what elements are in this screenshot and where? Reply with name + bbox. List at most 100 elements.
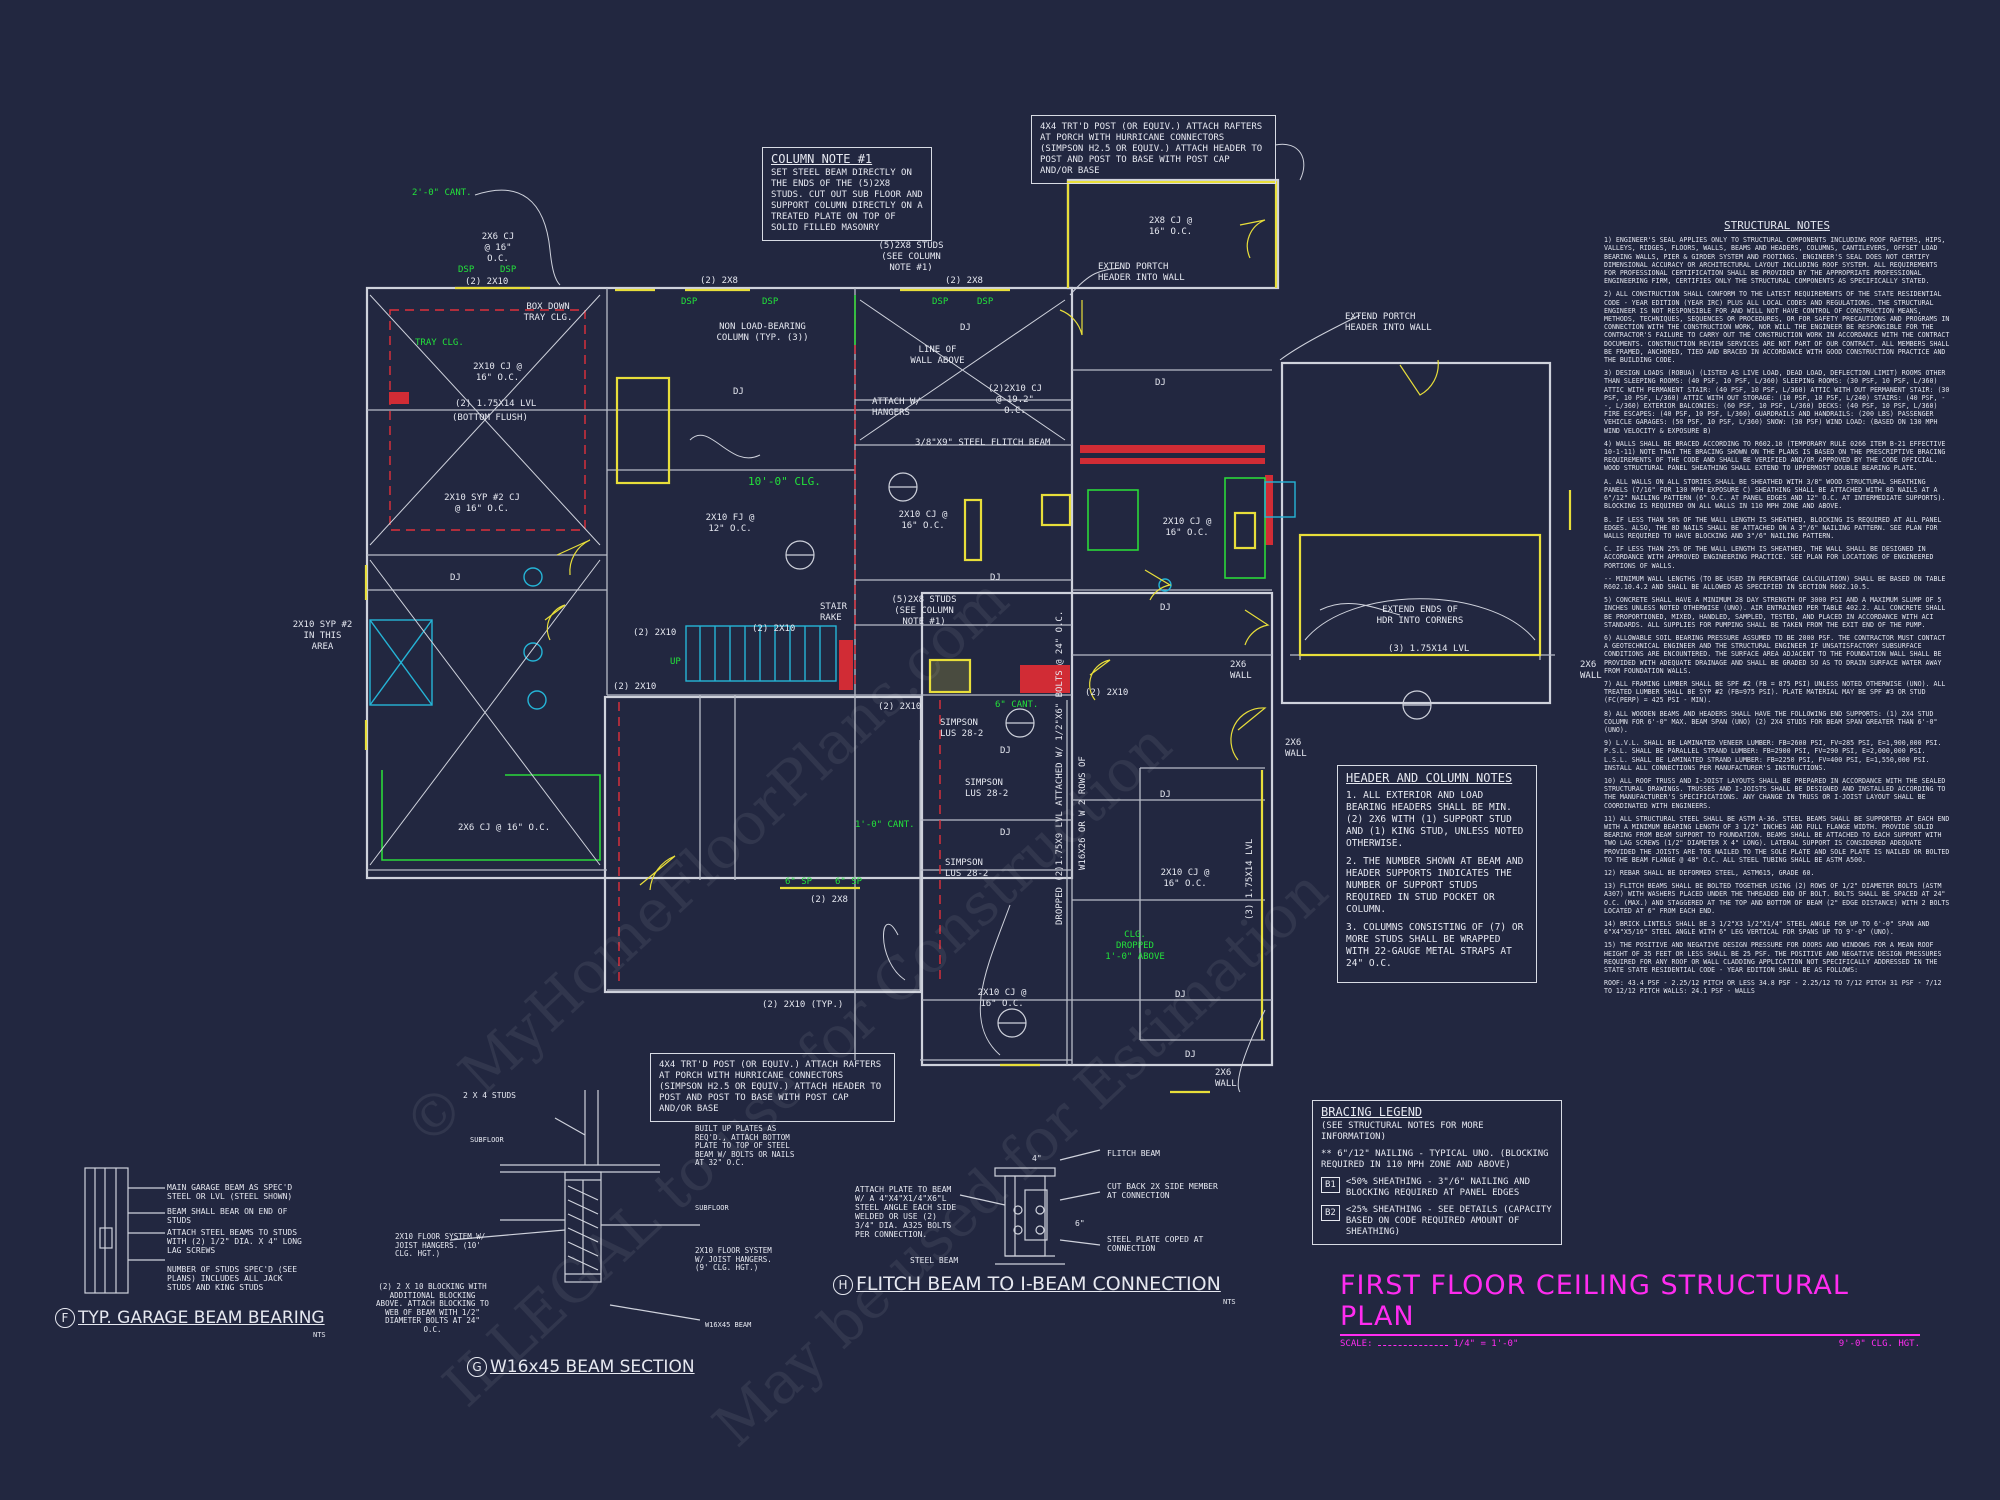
structural-note-loads: ROOF: 43.4 PSF - 2.25/12 PITCH OR LESS 3… <box>1604 979 1942 996</box>
detail-g-note-3: BUILT UP PLATES AS REQ'D., ATTACH BOTTOM… <box>695 1124 795 1167</box>
bracing-legend-title: BRACING LEGEND <box>1321 1105 1423 1119</box>
label-dj-6: DJ <box>1160 603 1171 613</box>
porch-post-note-top: 4x4 TRT'D POST (OR EQUIV.) ATTACH RAFTER… <box>1031 115 1276 184</box>
label-cant-6: 6" CANT. <box>995 700 1039 710</box>
detail-f-nts: NTS <box>313 1331 326 1339</box>
structural-note-10: 10) ALL ROOF TRUSS AND I-JOIST LAYOUTS S… <box>1604 776 1946 810</box>
label-syp-area: 2x10 SYP #2 IN THIS AREA <box>292 620 353 652</box>
label-cj-2x6: 2x6 CJ @ 16" O.C. <box>458 823 551 833</box>
bracing-legend-line1: ** 6"/12" NAILING - TYPICAL UNO. (BLOCKI… <box>1321 1149 1549 1170</box>
label-sp-6-b: 6" SP <box>835 877 863 887</box>
label-cj-2x10-b: 2x10 CJ @ 16" O.C. <box>898 510 948 531</box>
header-note-2: 2. THE NUMBER SHOWN AT BEAM AND HEADER S… <box>1346 856 1524 915</box>
detail-g-note-7: (2) 2 x 10 BLOCKING WITH ADDITIONAL BLOC… <box>376 1282 489 1334</box>
detail-g-marker: G <box>467 1357 487 1377</box>
label-box-down: BOX DOWN TRAY CLG. <box>523 302 573 323</box>
label-extend-ends: EXTEND ENDS OF HDR INTO CORNERS <box>1376 605 1464 626</box>
detail-g-note-8: W16x45 BEAM <box>705 1321 752 1329</box>
label-simpson-1: SIMPSON LUS 28-2 <box>940 718 984 739</box>
label-simpson-3: SIMPSON LUS 28-2 <box>945 858 989 879</box>
detail-f-note-4: NUMBER OF STUDS SPEC'D (SEE PLANS) INCLU… <box>167 1265 298 1292</box>
label-2x8-c: (2) 2x8 <box>810 895 848 905</box>
label-cj-192: (2)2x10 CJ @ 19.2" O.C. <box>987 384 1043 416</box>
bracing-b1-text: <50% SHEATHING - 3"/6" NAILING AND BLOCK… <box>1345 1177 1531 1198</box>
detail-f-note-3: ATTACH STEEL BEAMS TO STUDS WITH (2) 1/2… <box>167 1228 302 1255</box>
detail-g-note-1: 2 x 4 STUDS <box>463 1091 516 1100</box>
detail-f-title-text: TYP. GARAGE BEAM BEARING <box>78 1308 325 1328</box>
detail-h-note-4: STEEL PLATE COPED AT CONNECTION <box>1107 1235 1204 1253</box>
structural-note-5: 5) CONCRETE SHALL HAVE A MINIMUM 28 DAY … <box>1604 596 1946 629</box>
label-dj-8: DJ <box>1000 828 1011 838</box>
label-cj-top: 2x6 CJ @ 16" O.C. <box>481 232 515 264</box>
detail-f-note-1: MAIN GARAGE BEAM AS SPEC'D STEEL OR LVL … <box>167 1183 293 1201</box>
label-dj-9: DJ <box>1160 790 1171 800</box>
label-studs-mid: (5)2x8 STUDS (SEE COLUMN NOTE #1) <box>891 595 957 627</box>
structural-note-4: 4) WALLS SHALL BE BRACED ACCORDING TO R6… <box>1604 439 1946 473</box>
detail-g-note-2: SUBFLOOR <box>470 1136 504 1144</box>
structural-note-3: 3) DESIGN LOADS (ROBUA) (LISTED AS LIVE … <box>1604 369 1950 435</box>
detail-h-note-3: ATTACH PLATE TO BEAM W/ A 4"x4"x1/4"x6"L… <box>855 1185 957 1239</box>
label-dsp-3: DSP <box>681 297 698 307</box>
structural-note-11: 11) ALL STRUCTURAL STEEL SHALL BE ASTM A… <box>1604 814 1950 864</box>
label-dsp-4: DSP <box>762 297 779 307</box>
label-dj-3: DJ <box>960 323 971 333</box>
label-three-lvl: (3) 1.75x14 LVL <box>1388 644 1470 654</box>
detail-f-marker: F <box>55 1308 75 1328</box>
column-note-body: SET STEEL BEAM DIRECTLY ON THE ENDS OF T… <box>771 168 923 233</box>
label-dsp-6: DSP <box>977 297 994 307</box>
label-simpson-2: SIMPSON LUS 28-2 <box>965 778 1009 799</box>
porch-post-text-bottom: 4x4 TRT'D POST (OR EQUIV.) ATTACH RAFTER… <box>659 1060 882 1114</box>
bracing-key-b2: B2 <box>1321 1205 1340 1221</box>
label-2x8-b: (2) 2x8 <box>945 276 983 286</box>
label-attach-hangers: ATTACH W/ HANGERS <box>872 397 921 418</box>
detail-f-note-2: BEAM SHALL BEAR ON END OF STUDS <box>167 1207 288 1225</box>
header-notes-title: HEADER AND COLUMN NOTES <box>1346 771 1513 785</box>
structural-note-14: 14) BRICK LINTELS SHALL BE 3 1/2"x3 1/2"… <box>1604 920 1930 937</box>
header-note-1: 1. ALL EXTERIOR AND LOAD BEARING HEADERS… <box>1346 790 1524 849</box>
label-2x6-wall-2: 2x6 WALL <box>1285 738 1307 759</box>
sheet-scale-row: SCALE: 1/4" = 1'-0" 9'-0" CLG. HGT. <box>1340 1339 1920 1349</box>
label-line-of-wall: LINE OF WALL ABOVE <box>910 345 965 366</box>
structural-note-4a: A. ALL WALLS ON ALL STORIES SHALL BE SHE… <box>1604 477 1946 511</box>
label-cant-1: 1'-0" CANT. <box>855 820 915 830</box>
structural-note-min: -- MINIMUM WALL LENGTHS (TO BE USED IN P… <box>1604 574 1946 591</box>
label-dj-4: DJ <box>1155 378 1166 388</box>
label-three-lvl-2: (3) 1.75x14 LVL <box>1245 838 1255 920</box>
label-non-load: NON LOAD-BEARING COLUMN (TYP. (3)) <box>716 322 809 343</box>
detail-h-dim-6: 6" <box>1075 1219 1085 1228</box>
label-2x6-wall-1: 2x6 WALL <box>1230 660 1252 681</box>
structural-note-8: 8) ALL WOODEN BEAMS AND HEADERS SHALL HA… <box>1604 709 1938 734</box>
label-cj-porch: 2x8 CJ @ 16" O.C. <box>1148 216 1193 237</box>
label-dj-10: DJ <box>1175 990 1186 1000</box>
structural-note-2: 2) ALL CONSTRUCTION SHALL CONFORM TO THE… <box>1604 290 1950 365</box>
structural-note-9: 9) L.V.L. SHALL BE LAMINATED VENEER LUMB… <box>1604 739 1942 772</box>
bracing-b2-text: <25% SHEATHING - SEE DETAILS (CAPACITY B… <box>1345 1205 1552 1237</box>
label-2x10-b: (2) 2x10 <box>633 628 677 638</box>
bracing-legend-box: BRACING LEGEND (SEE STRUCTURAL NOTES FOR… <box>1312 1100 1562 1245</box>
detail-h-dim-4: 4" <box>1032 1154 1042 1163</box>
label-2x10-e: (2) 2x10 <box>878 702 922 712</box>
label-cant-top: 2'-0" CANT. <box>412 188 472 198</box>
label-stair-rake: STAIR RAKE <box>820 602 848 623</box>
label-cj-garage: 2x10 CJ @ 16" O.C. <box>1160 868 1210 889</box>
structural-note-15: 15) THE POSITIVE AND NEGATIVE DESIGN PRE… <box>1604 941 1942 975</box>
label-cj-2x10-c: 2x10 CJ @ 16" O.C. <box>1162 517 1212 538</box>
bracing-key-b1: B1 <box>1321 1177 1340 1193</box>
garage-outline <box>920 591 1274 1067</box>
porch-post-text-top: 4x4 TRT'D POST (OR EQUIV.) ATTACH RAFTER… <box>1040 122 1263 176</box>
porch-post-note-bottom: 4x4 TRT'D POST (OR EQUIV.) ATTACH RAFTER… <box>650 1053 895 1122</box>
detail-g-note-6: 2x10 FLOOR SYSTEM W/ JOIST HANGERS. (9' … <box>695 1246 772 1272</box>
detail-h-marker: H <box>833 1274 853 1295</box>
label-dj-2: DJ <box>733 387 744 397</box>
label-sp-6-a: 6" SP <box>785 877 813 887</box>
structural-note-13: 13) FLITCH BEAMS SHALL BE BOLTED TOGETHE… <box>1604 882 1950 915</box>
structural-notes-title: STRUCTURAL NOTES <box>1724 219 1830 232</box>
label-2x8-a: (2) 2x8 <box>700 276 738 286</box>
header-notes-box: HEADER AND COLUMN NOTES 1. ALL EXTERIOR … <box>1337 765 1537 983</box>
label-w16x26: W16x26 OR W 2 ROWS OF <box>1078 756 1088 870</box>
structural-notes: STRUCTURAL NOTES 1) ENGINEER'S SEAL APPL… <box>1604 219 1950 1001</box>
label-clg-10: 10'-0" CLG. <box>748 475 821 488</box>
